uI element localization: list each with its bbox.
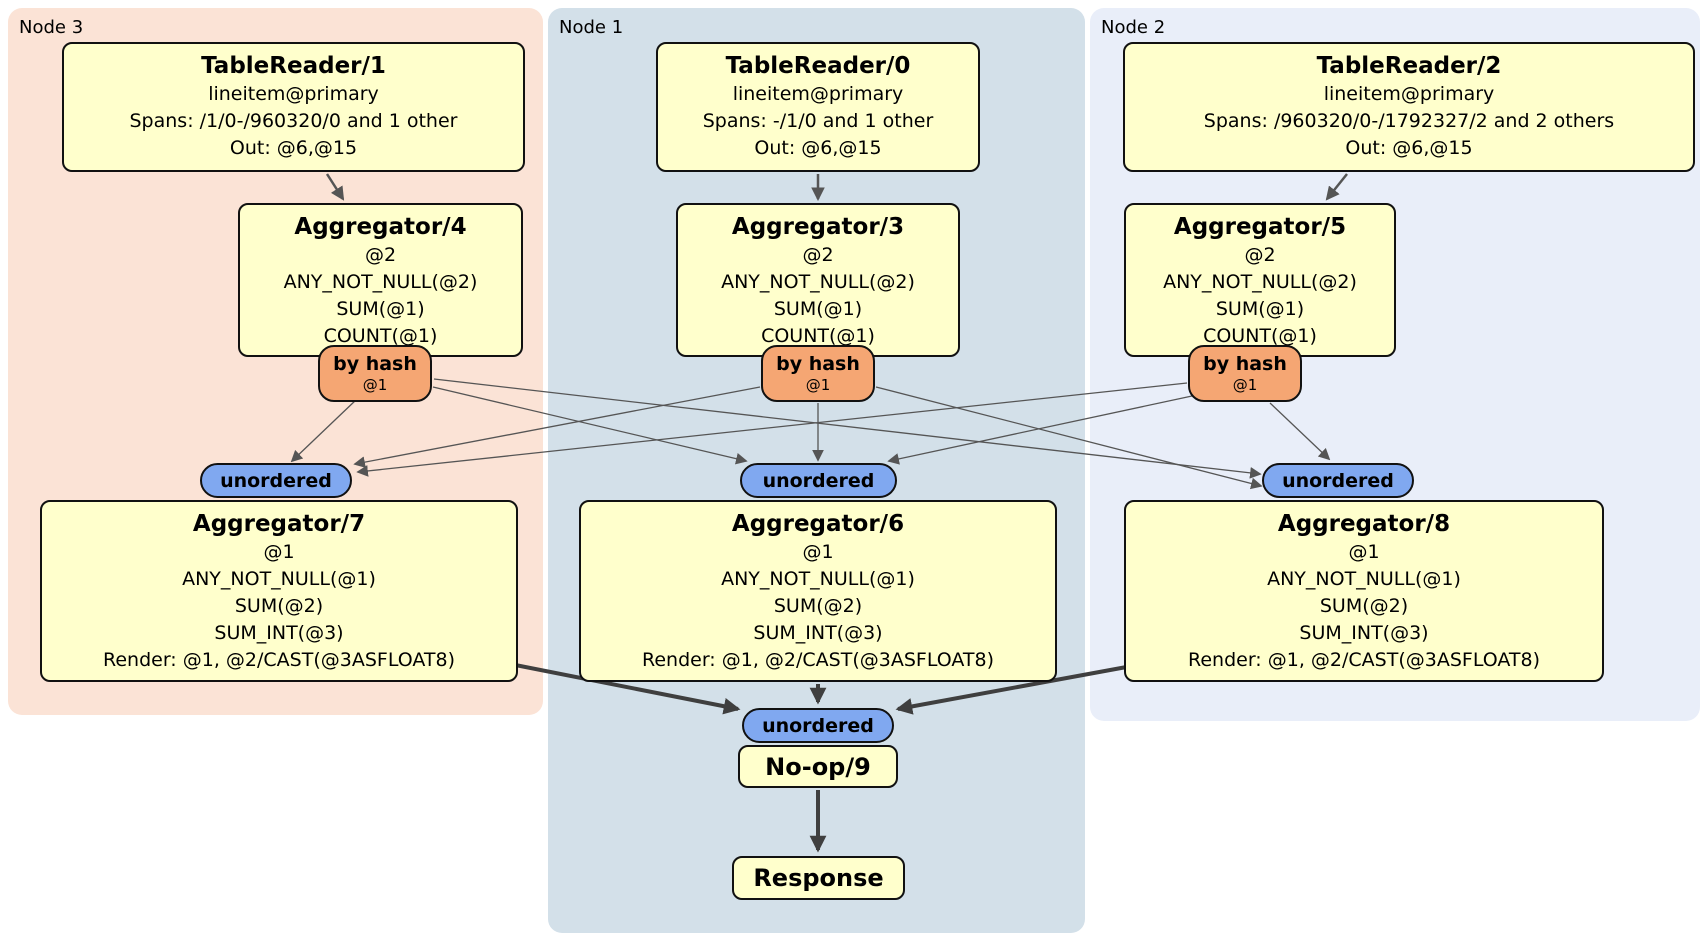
edge-hash4-unordered8 [433, 378, 1262, 479]
box-title: Aggregator/4 [294, 214, 467, 240]
box-line: Spans: /960320/0-/1792327/2 and 2 others [1203, 110, 1615, 132]
edge-hash4-unordered7 [290, 398, 358, 463]
router-pill-detail: @1 [805, 376, 831, 394]
box-aggregator-5: Aggregator/5 @2 ANY_NOT_NULL(@2) SUM(@1)… [1124, 203, 1396, 357]
stream-pill-unordered-7: unordered [200, 463, 352, 498]
box-line: Render: @1, @2/CAST(@3ASFLOAT8) [103, 649, 455, 671]
box-line: lineitem@primary [208, 83, 379, 105]
router-pill-detail: @1 [362, 376, 388, 394]
edge-agg8-unordered9 [895, 664, 1133, 715]
box-line: @1 [1348, 541, 1380, 563]
edge-hash5-unordered6 [887, 395, 1193, 465]
box-line: ANY_NOT_NULL(@2) [283, 271, 478, 293]
stream-pill-label: unordered [1282, 469, 1394, 492]
hash-router-distribution-edges [290, 378, 1331, 490]
router-pill-label: by hash [776, 353, 860, 375]
edge-hash3-unordered8 [875, 386, 1263, 490]
box-line: @1 [802, 541, 834, 563]
edge-hash4-unordered6 [432, 386, 748, 465]
box-title: Response [753, 864, 884, 892]
box-line: Render: @1, @2/CAST(@3ASFLOAT8) [1188, 649, 1540, 671]
box-line: SUM(@1) [1215, 298, 1305, 320]
box-line: lineitem@primary [1323, 83, 1495, 105]
box-line: SUM(@1) [336, 298, 425, 320]
edge-hash5-unordered7 [356, 382, 1188, 477]
edge-agg7-unordered9 [504, 661, 741, 715]
edge-hash3-unordered7 [353, 386, 761, 468]
stream-pill-label: unordered [762, 469, 875, 492]
box-title: TableReader/2 [1316, 53, 1502, 79]
box-aggregator-8: Aggregator/8 @1 ANY_NOT_NULL(@1) SUM(@2)… [1124, 500, 1604, 682]
stream-pill-unordered-9: unordered [742, 708, 894, 743]
box-title: TableReader/0 [725, 53, 911, 79]
box-line: @2 [802, 244, 834, 266]
router-pill-by-hash-3: by hash @1 [761, 345, 875, 402]
aggregator-merge-arrows [504, 661, 1133, 853]
box-line: Render: @1, @2/CAST(@3ASFLOAT8) [642, 649, 994, 671]
box-aggregator-7: Aggregator/7 @1 ANY_NOT_NULL(@1) SUM(@2)… [40, 500, 518, 682]
box-line: ANY_NOT_NULL(@2) [1163, 271, 1357, 293]
box-line: SUM(@2) [234, 595, 324, 617]
box-line: lineitem@primary [732, 83, 904, 105]
box-aggregator-4: Aggregator/4 @2 ANY_NOT_NULL(@2) SUM(@1)… [238, 203, 523, 357]
box-title: Aggregator/8 [1277, 511, 1451, 537]
box-line: COUNT(@1) [1203, 325, 1317, 347]
router-pill-by-hash-4: by hash @1 [318, 345, 432, 402]
box-line: COUNT(@1) [323, 325, 438, 347]
stream-pill-unordered-6: unordered [740, 463, 897, 498]
stream-pill-unordered-8: unordered [1262, 463, 1414, 498]
stream-pill-label: unordered [220, 469, 332, 492]
box-response: Response [732, 856, 905, 900]
box-line: Spans: /1/0-/960320/0 and 1 other [129, 110, 458, 132]
node-region-3-label: Node 3 [19, 17, 84, 38]
box-title: No-op/9 [765, 752, 871, 781]
box-line: SUM(@1) [773, 298, 863, 320]
box-aggregator-6: Aggregator/6 @1 ANY_NOT_NULL(@1) SUM(@2)… [579, 500, 1057, 682]
box-aggregator-3: Aggregator/3 @2 ANY_NOT_NULL(@2) SUM(@1)… [676, 203, 960, 357]
router-pill-by-hash-5: by hash @1 [1188, 345, 1302, 402]
edge-tr1-agg4 [325, 173, 345, 201]
edge-tr2-agg5 [1325, 173, 1348, 201]
box-line: SUM(@2) [1319, 595, 1409, 617]
box-line: ANY_NOT_NULL(@2) [721, 271, 915, 293]
box-line: ANY_NOT_NULL(@1) [721, 568, 915, 590]
box-noop-9: No-op/9 [738, 745, 898, 788]
router-pill-detail: @1 [1232, 376, 1258, 394]
box-line: ANY_NOT_NULL(@1) [182, 568, 376, 590]
box-title: Aggregator/7 [192, 511, 366, 537]
box-tablereader-0: TableReader/0 lineitem@primary Spans: -/… [656, 42, 980, 172]
box-line: ANY_NOT_NULL(@1) [1267, 568, 1461, 590]
box-title: Aggregator/3 [731, 214, 905, 240]
box-line: @2 [1244, 244, 1276, 266]
box-line: Out: @6,@15 [229, 137, 358, 159]
box-title: Aggregator/6 [731, 511, 905, 537]
box-line: Spans: -/1/0 and 1 other [702, 110, 934, 132]
box-line: Out: @6,@15 [754, 137, 882, 159]
box-line: SUM_INT(@3) [753, 622, 883, 644]
box-line: SUM_INT(@3) [1299, 622, 1429, 644]
node-region-1-label: Node 1 [559, 17, 624, 38]
box-line: COUNT(@1) [761, 325, 875, 347]
edge-hash5-unordered8 [1269, 402, 1331, 461]
box-line: Out: @6,@15 [1345, 137, 1473, 159]
box-line: SUM(@2) [773, 595, 863, 617]
router-pill-label: by hash [1203, 353, 1287, 375]
box-title: Aggregator/5 [1173, 214, 1347, 240]
box-tablereader-1: TableReader/1 lineitem@primary Spans: /1… [62, 42, 525, 172]
stream-pill-label: unordered [762, 714, 874, 737]
tablereader-to-aggregator-arrows [325, 173, 1348, 202]
box-line: @2 [364, 244, 397, 266]
node-region-2-label: Node 2 [1101, 17, 1166, 38]
box-line: @1 [263, 541, 295, 563]
box-line: SUM_INT(@3) [214, 622, 344, 644]
box-tablereader-2: TableReader/2 lineitem@primary Spans: /9… [1123, 42, 1695, 172]
router-pill-label: by hash [333, 353, 417, 375]
box-title: TableReader/1 [201, 53, 386, 79]
